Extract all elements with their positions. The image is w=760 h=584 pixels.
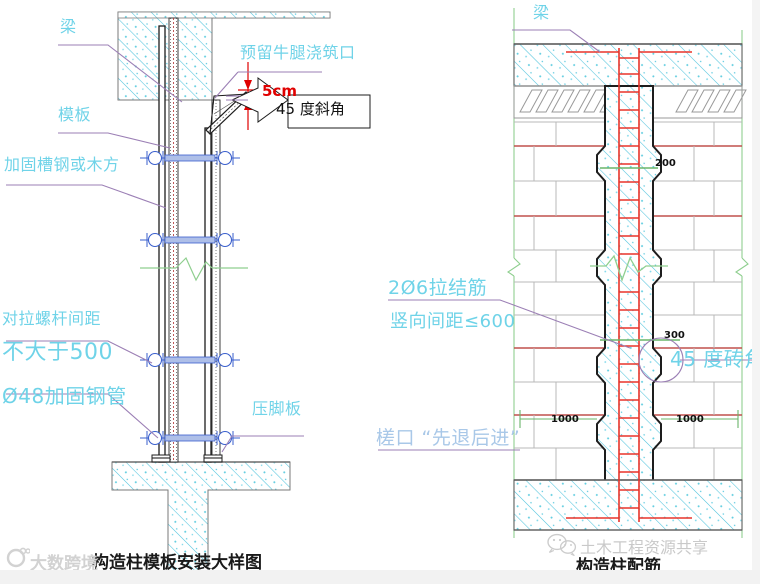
annotation-toothing: 槎口 “先退后进” — [376, 427, 521, 449]
angle-callout-leader — [230, 77, 371, 129]
left-drawing-caption: 构造柱模板安装大样图 — [92, 553, 262, 573]
annotation-beam-left: 梁 — [60, 17, 77, 36]
leader-lines-right — [378, 29, 760, 451]
tie-rod — [140, 232, 240, 248]
dimension-span-left: 1000 — [551, 414, 579, 425]
tie-rod — [140, 352, 240, 368]
right-drawing-geometry — [378, 8, 760, 538]
annotation-tie-spacing-line2: 不大于500 — [2, 340, 113, 365]
watermark-left-text: 大数跨境 — [30, 554, 98, 574]
leader-lines-left — [6, 44, 322, 453]
annotation-tie-spacing-line1: 对拉螺杆间距 — [2, 309, 102, 328]
beam-band-right — [513, 43, 743, 87]
annotation-pour-opening: 预留牛腿浇筑口 — [240, 43, 356, 62]
watermark-right-text: 土木工程资源共享 — [580, 538, 709, 557]
footing-right — [513, 479, 743, 531]
callout-5cm: 5cm — [262, 82, 297, 100]
span-dimensions — [519, 410, 739, 428]
break-line-right — [590, 254, 668, 282]
column-core-right — [211, 99, 221, 463]
dimension-column-width: 200 — [655, 158, 676, 169]
left-drawing-geometry — [6, 11, 371, 579]
tie-rod — [140, 430, 240, 446]
annotation-foot-plate: 压脚板 — [252, 399, 302, 418]
tie-rod — [140, 150, 240, 166]
annotation-beam-right: 梁 — [533, 3, 550, 22]
annotation-reinforce-pipe: Ø48加固钢管 — [2, 384, 127, 408]
tie-bars-green — [600, 167, 680, 341]
callout-45-degree-angle: 45 度斜角 — [276, 100, 345, 118]
dimension-span-right: 1000 — [676, 414, 704, 425]
page-right-gutter — [752, 0, 760, 572]
toothed-column-outline — [596, 85, 662, 511]
rebar-cage — [566, 48, 692, 522]
break-line-left — [140, 256, 248, 282]
dimension-course: 300 — [664, 330, 685, 341]
tie-rod-assemblies — [140, 150, 240, 446]
annotation-brick-angle: 45 度砖角 — [670, 347, 760, 371]
annotation-tie-bar: 2Ø6拉结筋 — [388, 277, 488, 299]
foot-plates — [151, 454, 223, 463]
page-bottom-bar — [0, 570, 760, 584]
watermark-wechat-icon — [547, 533, 577, 556]
watermark-left-logo-icon — [6, 547, 30, 568]
annotation-formwork: 模板 — [58, 105, 92, 124]
annotation-tie-pitch: 竖向间距≤600 — [390, 311, 516, 332]
annotation-channel-steel: 加固槽钢或木方 — [4, 155, 120, 174]
